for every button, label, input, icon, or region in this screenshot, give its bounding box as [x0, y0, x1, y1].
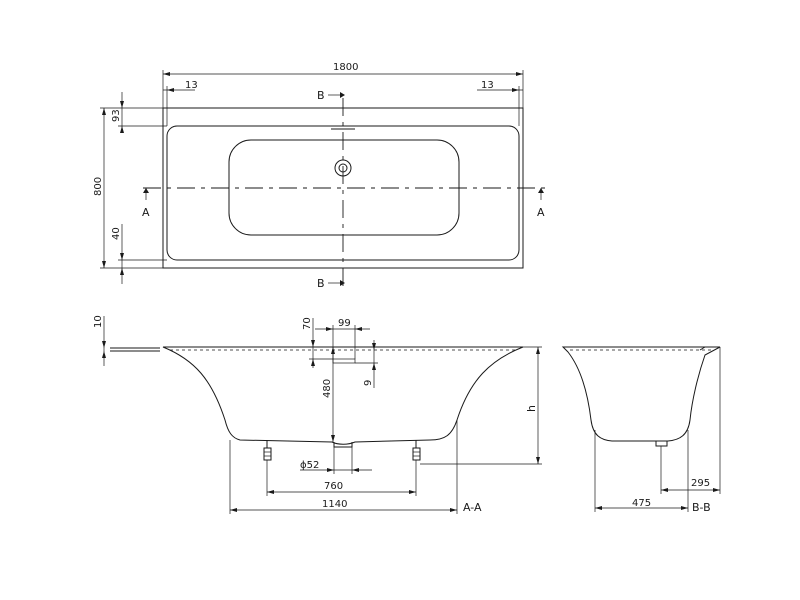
tub-profile-b	[561, 346, 721, 442]
tub-profile-a	[162, 346, 524, 445]
dim-rim-bottom: 40	[111, 227, 122, 240]
dim-bottom-width: 475	[632, 498, 651, 509]
dim-height: h	[525, 405, 538, 412]
section-a-label-left: A	[142, 206, 150, 219]
dim-edge-left: 13	[185, 80, 198, 91]
section-b-label-top: B	[317, 89, 325, 102]
dim-rim-thickness: 10	[93, 315, 104, 328]
drain-b	[655, 441, 668, 447]
section-a-view: 10 70 99 9 480 h	[93, 315, 542, 514]
dim-bottom-length: 1140	[322, 499, 347, 510]
dim-overflow-width: 99	[338, 318, 351, 329]
section-a-label-right: A	[537, 206, 545, 219]
dim-edge-right: 13	[481, 80, 494, 91]
dim-rim-top: 93	[111, 109, 122, 122]
section-b-label-bottom: B	[317, 277, 325, 290]
dim-drain-offset: 295	[691, 478, 710, 489]
tub-basin	[228, 139, 460, 236]
dim-overflow-offset: 70	[302, 317, 313, 330]
foot-left	[263, 440, 272, 461]
foot-right	[412, 440, 421, 461]
drain-a	[333, 442, 353, 448]
section-b-view: 475 295 B-B	[561, 346, 721, 514]
dim-drain-diameter: ϕ52	[300, 460, 319, 471]
dim-overall-width: 800	[93, 177, 104, 196]
dim-overall-length: 1800	[333, 62, 358, 73]
dim-drain-depth: 480	[322, 379, 333, 398]
section-a-a-label: A-A	[463, 501, 482, 514]
top-view: B B A A 1800 13 13 800	[93, 62, 545, 290]
dim-overflow-drop: 9	[363, 380, 374, 386]
dim-feet-spacing: 760	[324, 481, 343, 492]
overflow-block	[332, 358, 356, 364]
rim-edge-b	[699, 346, 706, 351]
section-b-b-label: B-B	[692, 501, 711, 514]
